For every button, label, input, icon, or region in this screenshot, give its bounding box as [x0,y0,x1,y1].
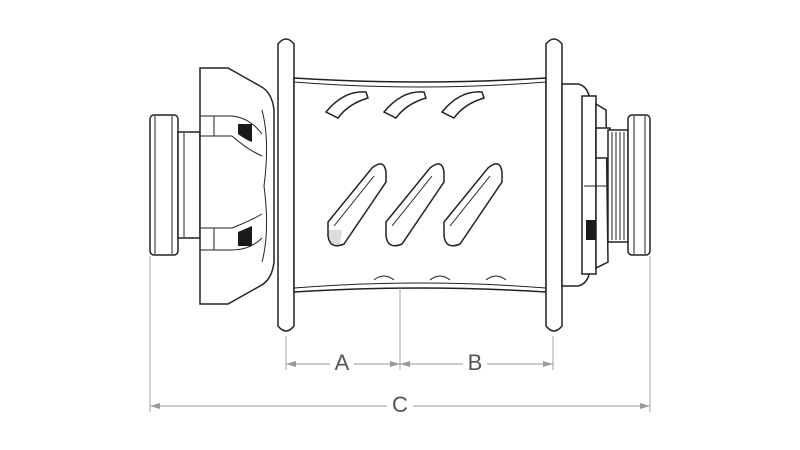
dimension-label-b: B [468,350,483,375]
hub-shell [293,77,547,293]
dimension-lines [149,256,651,412]
right-spoke-flange [545,38,563,332]
dimension-label-c: C [392,392,408,417]
left-end-cap [149,114,201,256]
shell-slots [327,163,503,247]
bottom-grooves [373,275,507,281]
left-bolt-upper [238,124,252,142]
left-spoke-flange [277,38,295,332]
top-grooves [324,91,485,119]
dimension-label-a: A [335,350,350,375]
right-bearing-housing [561,83,611,287]
right-bolt [586,220,596,240]
left-bolt-lower [238,226,252,246]
left-disc-mount [199,67,275,305]
right-end-cap [607,114,651,256]
